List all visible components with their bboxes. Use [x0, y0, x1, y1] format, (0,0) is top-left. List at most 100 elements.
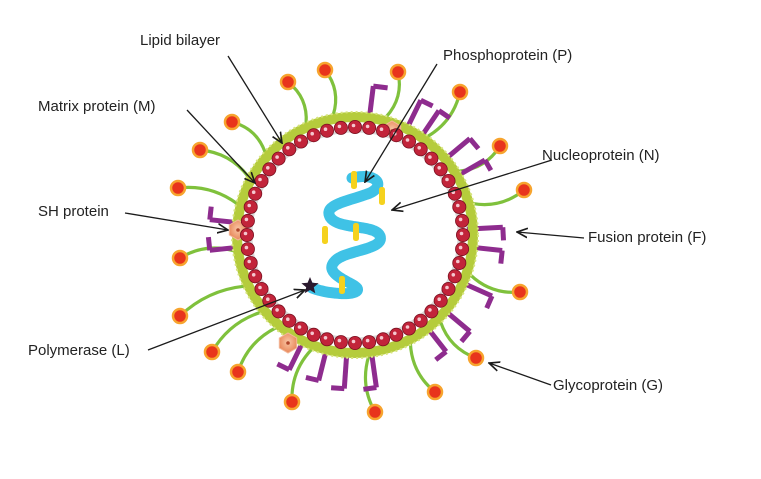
- glycoprotein-stalk: [176, 185, 239, 206]
- matrix-bead-highlight: [323, 336, 328, 340]
- matrix-bead-highlight: [437, 166, 442, 170]
- fusion-protein-head: [363, 385, 377, 392]
- matrix-bead-highlight: [451, 273, 456, 277]
- glycoprotein-head: [279, 73, 297, 91]
- glycoprotein-icon: [279, 73, 308, 125]
- glycoprotein-head: [451, 83, 469, 101]
- sh-protein-center: [236, 228, 240, 232]
- matrix-bead: [293, 321, 308, 336]
- glycoprotein-icon: [191, 141, 250, 178]
- label-nucleoprotein: Nucleoprotein (N): [542, 147, 660, 164]
- fusion-protein-head: [482, 158, 494, 172]
- matrix-bead: [433, 162, 448, 177]
- phosphoprotein-rod: [322, 226, 328, 244]
- glycoprotein-head: [223, 113, 241, 131]
- matrix-bead: [375, 123, 390, 138]
- matrix-bead-highlight: [417, 146, 422, 150]
- matrix-bead-highlight: [323, 127, 328, 131]
- matrix-bead-highlight: [275, 155, 279, 159]
- label-arrow: [186, 109, 255, 183]
- matrix-bead-highlight: [337, 124, 342, 129]
- label-sh-protein: SH protein: [38, 203, 109, 220]
- matrix-bead: [271, 151, 286, 166]
- matrix-bead-highlight: [297, 325, 302, 329]
- glycoprotein-head: [191, 141, 209, 159]
- matrix-bead: [319, 123, 334, 138]
- label-arrow: [517, 232, 585, 239]
- matrix-bead-highlight: [456, 259, 460, 264]
- nucleocapsid-helix: [306, 171, 386, 300]
- matrix-bead: [240, 242, 255, 257]
- fusion-protein-head: [437, 108, 452, 121]
- matrix-bead: [441, 173, 456, 188]
- fusion-protein-head: [498, 250, 505, 264]
- matrix-bead: [333, 120, 348, 135]
- glycoprotein-head: [171, 249, 189, 267]
- glycoprotein-head: [426, 383, 444, 401]
- matrix-bead: [389, 327, 404, 342]
- glycoprotein-head: [316, 61, 334, 79]
- matrix-bead: [362, 120, 377, 135]
- matrix-bead-highlight: [445, 285, 449, 290]
- matrix-bead-highlight: [458, 217, 463, 222]
- glycoprotein-head: [169, 179, 187, 197]
- matrix-bead: [271, 304, 286, 319]
- matrix-bead: [248, 269, 263, 284]
- matrix-bead: [447, 269, 462, 284]
- matrix-bead-highlight: [393, 331, 397, 336]
- matrix-bead: [293, 134, 308, 149]
- matrix-bead: [424, 304, 439, 319]
- matrix-bead-highlight: [428, 308, 432, 312]
- fusion-protein-head: [372, 83, 388, 91]
- matrix-bead: [424, 151, 439, 166]
- glycoprotein-head: [491, 137, 509, 155]
- matrix-bead: [455, 227, 470, 242]
- glycoprotein-head: [203, 343, 221, 361]
- matrix-bead: [413, 313, 428, 328]
- glycoprotein-stalk: [178, 284, 246, 318]
- phosphoprotein-rod: [353, 223, 359, 241]
- matrix-bead-highlight: [266, 166, 270, 170]
- label-arrow: [147, 290, 305, 351]
- matrix-bead-highlight: [310, 131, 315, 136]
- fusion-protein-head: [467, 136, 481, 151]
- matrix-bead: [319, 332, 334, 347]
- glycoprotein-icon: [439, 320, 485, 367]
- matrix-bead-highlight: [437, 297, 442, 302]
- glycoprotein-icon: [425, 83, 469, 139]
- label-arrow: [227, 55, 282, 143]
- phosphoprotein-rod: [379, 187, 385, 205]
- fusion-protein-head: [500, 227, 506, 241]
- matrix-bead-highlight: [258, 285, 262, 290]
- matrix-bead: [240, 213, 255, 228]
- glycoprotein-icon: [283, 347, 314, 411]
- matrix-bead: [306, 327, 321, 342]
- label-phosphoprotein: Phosphoprotein (P): [443, 47, 573, 64]
- matrix-bead-highlight: [459, 231, 464, 236]
- matrix-bead: [433, 293, 448, 308]
- glycoprotein-head: [511, 283, 529, 301]
- glycoprotein-icon: [363, 354, 384, 421]
- label-arrow: [365, 63, 438, 182]
- matrix-bead-highlight: [405, 138, 410, 142]
- matrix-bead: [347, 335, 362, 350]
- glycoprotein-head: [229, 363, 247, 381]
- matrix-bead: [452, 255, 467, 270]
- matrix-bead: [282, 142, 297, 157]
- matrix-bead-highlight: [247, 203, 251, 208]
- matrix-bead-highlight: [243, 231, 248, 236]
- matrix-bead-highlight: [379, 336, 384, 340]
- glycoprotein-icon: [471, 181, 533, 207]
- matrix-bead: [389, 128, 404, 143]
- label-arrow: [489, 363, 552, 386]
- polymerase-star-icon: [301, 277, 319, 294]
- glycoprotein-head: [171, 307, 189, 325]
- matrix-bead-highlight: [251, 190, 256, 194]
- surface-proteins: [169, 61, 533, 421]
- fusion-protein-head: [276, 361, 291, 373]
- matrix-bead-highlight: [456, 203, 460, 208]
- glycoprotein-icon: [169, 179, 239, 206]
- label-matrix-protein: Matrix protein (M): [38, 98, 156, 115]
